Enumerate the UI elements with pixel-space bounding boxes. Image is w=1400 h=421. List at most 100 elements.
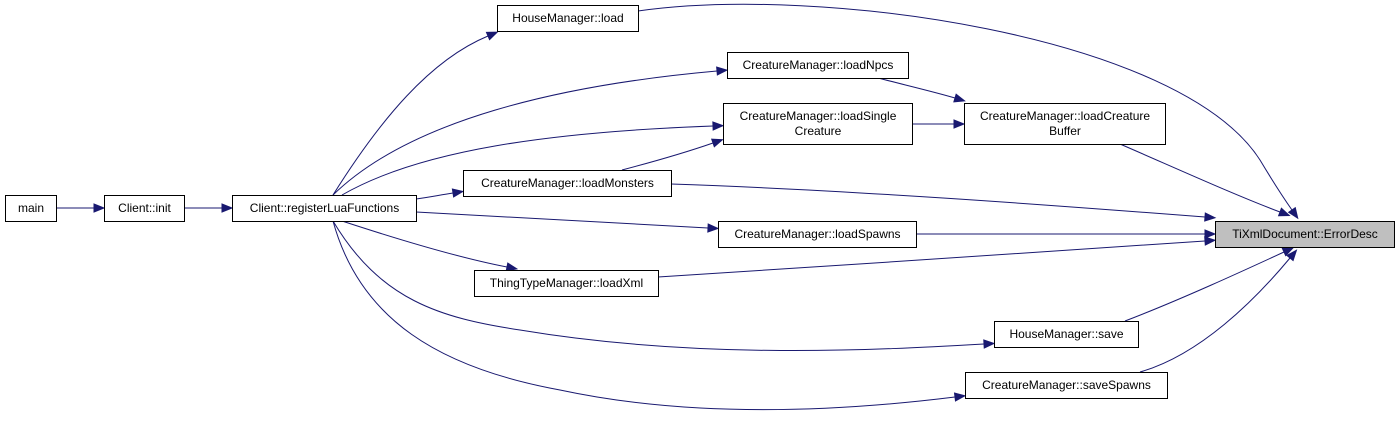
arrowhead-savespawns-to-errordesc [1286,249,1298,262]
arrowhead-main-to-client_init [93,203,106,213]
edge-house_save-to-errordesc [1124,247,1295,322]
edge-loadsingle-to-loadbuffer [912,119,966,129]
edge-thingtype-to-errordesc [657,236,1217,278]
node-box[interactable] [964,103,1166,145]
arrowhead-loadmonsters-to-loadsingle [710,138,724,148]
arrowhead-loadbuffer-to-errordesc [1277,207,1291,217]
edges-layer [56,3,1299,411]
edge-line [657,240,1206,278]
arrowhead-loadsingle-to-loadbuffer [953,119,966,129]
arrowhead-register-to-thingtype [505,262,519,272]
node-box[interactable] [727,52,909,79]
arrowhead-register-to-loadspawns [707,223,720,233]
node-label: CreatureManager::loadMonsters [481,176,654,190]
node-box[interactable] [474,270,659,297]
arrowhead-register-to-house_load [485,31,499,41]
node-loadnpcs[interactable]: CreatureManager::loadNpcs [727,52,909,79]
edge-register-to-loadsingle [341,121,725,196]
node-box[interactable] [5,195,57,222]
node-label: HouseManager::save [1009,327,1123,341]
node-box[interactable] [965,372,1168,399]
node-label: TiXmlDocument::ErrorDesc [1232,227,1378,241]
edge-line [877,77,956,99]
edge-line [415,192,454,200]
node-label: Creature [795,124,842,138]
edge-line [341,125,714,196]
edge-line [332,70,718,196]
arrowhead-register-to-loadnpcs [716,66,729,76]
edge-register-to-loadnpcs [332,66,729,196]
edge-line [332,35,489,196]
edge-line [1124,251,1285,322]
edge-loadbuffer-to-errordesc [1119,143,1291,217]
node-box[interactable] [994,321,1139,348]
edge-register-to-thingtype [341,220,519,272]
node-label: CreatureManager::loadNpcs [743,58,894,72]
edge-line [332,220,985,352]
arrowhead-register-to-loadmonsters [451,188,465,198]
edge-line [1119,143,1281,213]
arrowhead-house_load-to-errordesc [1287,206,1299,220]
edge-savespawns-to-errordesc [1139,249,1298,373]
edge-line [415,211,709,229]
edge-line [1139,257,1291,373]
arrowhead-register-to-savespawns [953,392,967,402]
arrowhead-client_init-to-register [221,203,234,213]
edge-loadmonsters-to-loadsingle [621,138,724,171]
node-box[interactable] [232,195,417,222]
node-house_save[interactable]: HouseManager::save [994,321,1139,348]
node-box[interactable] [104,195,185,222]
node-box[interactable] [1215,221,1395,248]
node-box[interactable] [718,221,917,248]
edge-line [341,220,508,268]
edge-loadmonsters-to-errordesc [670,183,1217,222]
node-label: CreatureManager::loadSingle [740,109,897,123]
node-house_load[interactable]: HouseManager::load [497,5,639,32]
arrowhead-register-to-loadsingle [712,121,725,131]
node-box[interactable] [497,5,639,32]
nodes-layer: main Client::init Client::registerLuaFunct… [5,5,1395,399]
node-label: ThingTypeManager::loadXml [490,276,643,290]
arrowhead-loadnpcs-to-loadbuffer [953,93,966,103]
node-box[interactable] [463,170,672,197]
node-register[interactable]: Client::registerLuaFunctions [232,195,417,222]
node-label: HouseManager::load [512,11,623,25]
edge-main-to-client_init [56,203,106,213]
node-savespawns[interactable]: CreatureManager::saveSpawns [965,372,1168,399]
node-label: main [18,201,44,215]
node-loadspawns[interactable]: CreatureManager::loadSpawns [718,221,917,248]
node-box[interactable] [723,103,913,145]
edge-line [332,220,956,411]
edge-register-to-loadmonsters [415,188,465,200]
edge-line [621,142,714,171]
arrowhead-thingtype-to-errordesc [1204,236,1217,246]
node-label: Client::registerLuaFunctions [250,201,399,215]
arrowhead-loadspawns-to-errordesc [1204,229,1217,239]
edge-register-to-house_save [332,220,996,352]
node-client_init[interactable]: Client::init [104,195,185,222]
node-label: Buffer [1049,124,1081,138]
edge-house_load-to-errordesc [637,3,1299,220]
node-main[interactable]: main [5,195,57,222]
node-label: Client::init [118,201,171,215]
node-errordesc[interactable]: TiXmlDocument::ErrorDesc [1215,221,1395,248]
node-loadmonsters[interactable]: CreatureManager::loadMonsters [463,170,672,197]
arrowhead-house_save-to-errordesc [1281,247,1295,257]
edge-line [637,3,1293,211]
node-label: CreatureManager::loadCreature [980,109,1150,123]
node-label: CreatureManager::loadSpawns [734,227,900,241]
edge-loadnpcs-to-loadbuffer [877,77,966,103]
edge-client_init-to-register [184,203,234,213]
edge-line [670,183,1206,218]
arrowhead-register-to-house_save [983,339,996,349]
node-label: CreatureManager::saveSpawns [982,378,1151,392]
arrowhead-loadmonsters-to-errordesc [1204,212,1217,222]
edge-loadspawns-to-errordesc [916,229,1217,239]
edge-register-to-savespawns [332,220,967,411]
edge-register-to-loadspawns [415,211,720,233]
edge-register-to-house_load [332,31,499,196]
node-thingtype[interactable]: ThingTypeManager::loadXml [474,270,659,297]
